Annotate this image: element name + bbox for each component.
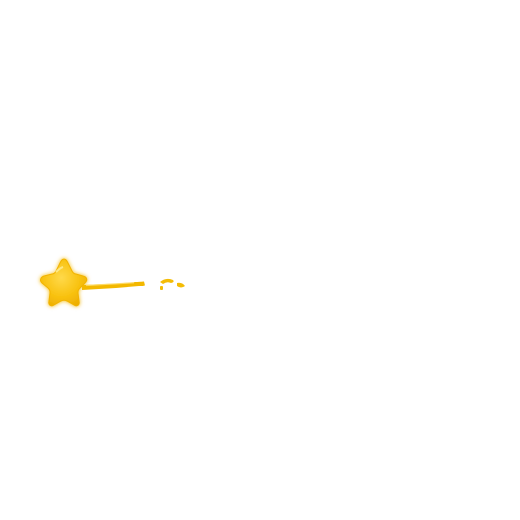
wand-trail-dash	[134, 282, 144, 286]
star-wand-icon	[30, 252, 200, 322]
star-icon	[40, 258, 88, 307]
sparkle-bit	[177, 282, 185, 288]
wand-trail-highlight	[85, 281, 143, 287]
star-wand-graphic	[40, 258, 185, 307]
sparkle-bit	[160, 278, 174, 284]
sparkle-bit	[160, 286, 163, 290]
